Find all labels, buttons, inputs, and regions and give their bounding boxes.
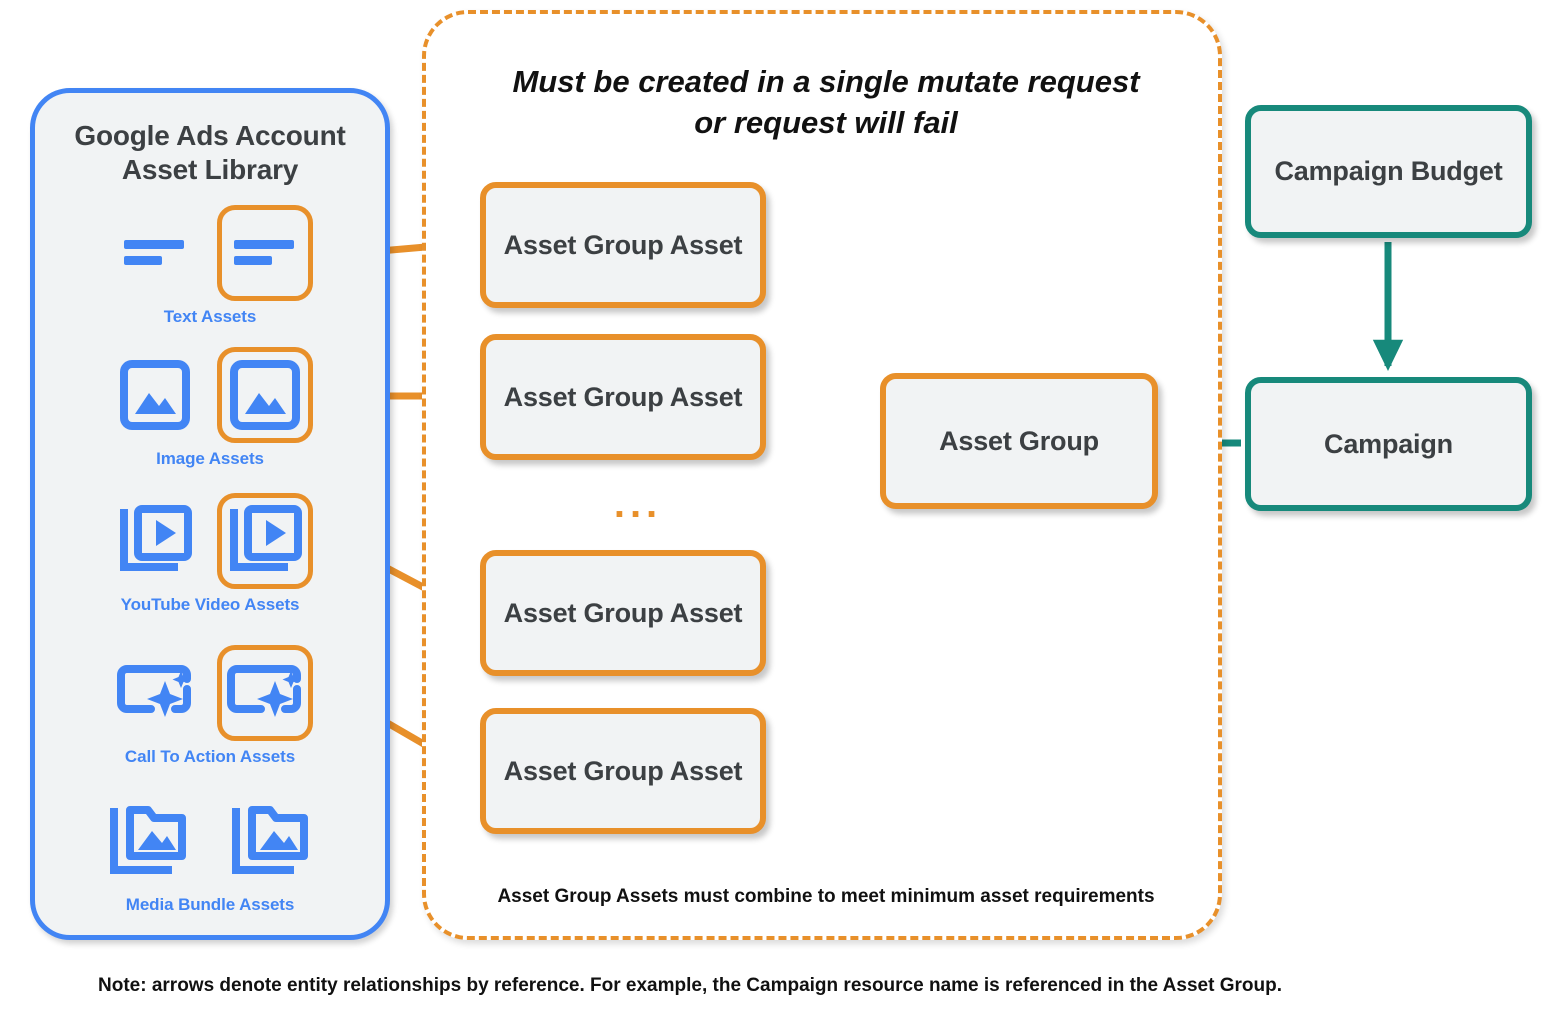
asset-row-image-icons <box>35 347 385 443</box>
asset-row-media-bundle[interactable]: Media Bundle Assets <box>35 793 385 915</box>
asset-row-cta-caption: Call To Action Assets <box>124 747 296 766</box>
asset-row-text-icons <box>35 205 385 301</box>
campaign-budget-label: Campaign Budget <box>1274 156 1503 187</box>
mutate-request-title-line2: or request will fail <box>694 104 958 140</box>
asset-group-asset-node-4[interactable]: Asset Group Asset <box>480 708 766 834</box>
asset-group-node[interactable]: Asset Group <box>880 373 1158 509</box>
asset-group-asset-node-3[interactable]: Asset Group Asset <box>480 550 766 676</box>
asset-row-video[interactable]: YouTube Video Assets <box>35 493 385 615</box>
image-icon <box>107 347 203 443</box>
asset-row-video-icons <box>35 493 385 589</box>
asset-row-cta-icons <box>35 645 385 741</box>
campaign-node[interactable]: Campaign <box>1245 377 1532 511</box>
mutate-request-title: Must be created in a single mutate reque… <box>466 62 1186 144</box>
asset-group-asset-label-1: Asset Group Asset <box>503 229 743 260</box>
ellipsis-indicator: ... <box>613 482 663 526</box>
asset-library-title-line2: Asset Library <box>121 154 299 186</box>
asset-library-title: Google Ads Account Asset Library <box>35 119 385 187</box>
asset-group-asset-label-3: Asset Group Asset <box>503 597 743 628</box>
asset-row-cta[interactable]: Call To Action Assets <box>35 645 385 767</box>
media-bundle-folder-icon <box>101 793 197 889</box>
asset-row-image[interactable]: Image Assets <box>35 347 385 469</box>
asset-group-label: Asset Group <box>939 425 1099 456</box>
asset-row-text-caption: Text Assets <box>163 307 257 326</box>
asset-row-media-bundle-caption: Media Bundle Assets <box>125 895 295 914</box>
campaign-label: Campaign <box>1324 428 1453 459</box>
call-to-action-sparkle-icon-selected[interactable] <box>217 645 313 741</box>
call-to-action-sparkle-icon <box>107 645 203 741</box>
asset-group-asset-node-1[interactable]: Asset Group Asset <box>480 182 766 308</box>
asset-group-asset-label-4: Asset Group Asset <box>503 755 743 786</box>
campaign-budget-node[interactable]: Campaign Budget <box>1245 105 1532 238</box>
mutate-request-footnote: Asset Group Assets must combine to meet … <box>497 886 1155 907</box>
footer-note: Note: arrows denote entity relationships… <box>98 975 1282 996</box>
asset-row-image-caption: Image Assets <box>156 449 264 468</box>
video-stack-icon <box>107 493 203 589</box>
asset-library-panel: Google Ads Account Asset Library <box>30 88 390 940</box>
asset-group-asset-node-2[interactable]: Asset Group Asset <box>480 334 766 460</box>
asset-row-text[interactable]: Text Assets <box>35 205 385 327</box>
mutate-request-title-line1: Must be created in a single mutate reque… <box>512 64 1140 99</box>
asset-group-asset-label-2: Asset Group Asset <box>503 381 743 412</box>
media-bundle-folder-icon-2 <box>223 793 319 889</box>
asset-row-media-bundle-icons <box>35 793 385 889</box>
asset-row-video-caption: YouTube Video Assets <box>120 595 300 614</box>
text-lines-icon <box>107 205 203 301</box>
video-stack-icon-selected[interactable] <box>217 493 313 589</box>
image-icon-selected[interactable] <box>217 347 313 443</box>
asset-library-title-line1: Google Ads Account <box>74 120 346 151</box>
text-lines-icon-selected[interactable] <box>217 205 313 301</box>
